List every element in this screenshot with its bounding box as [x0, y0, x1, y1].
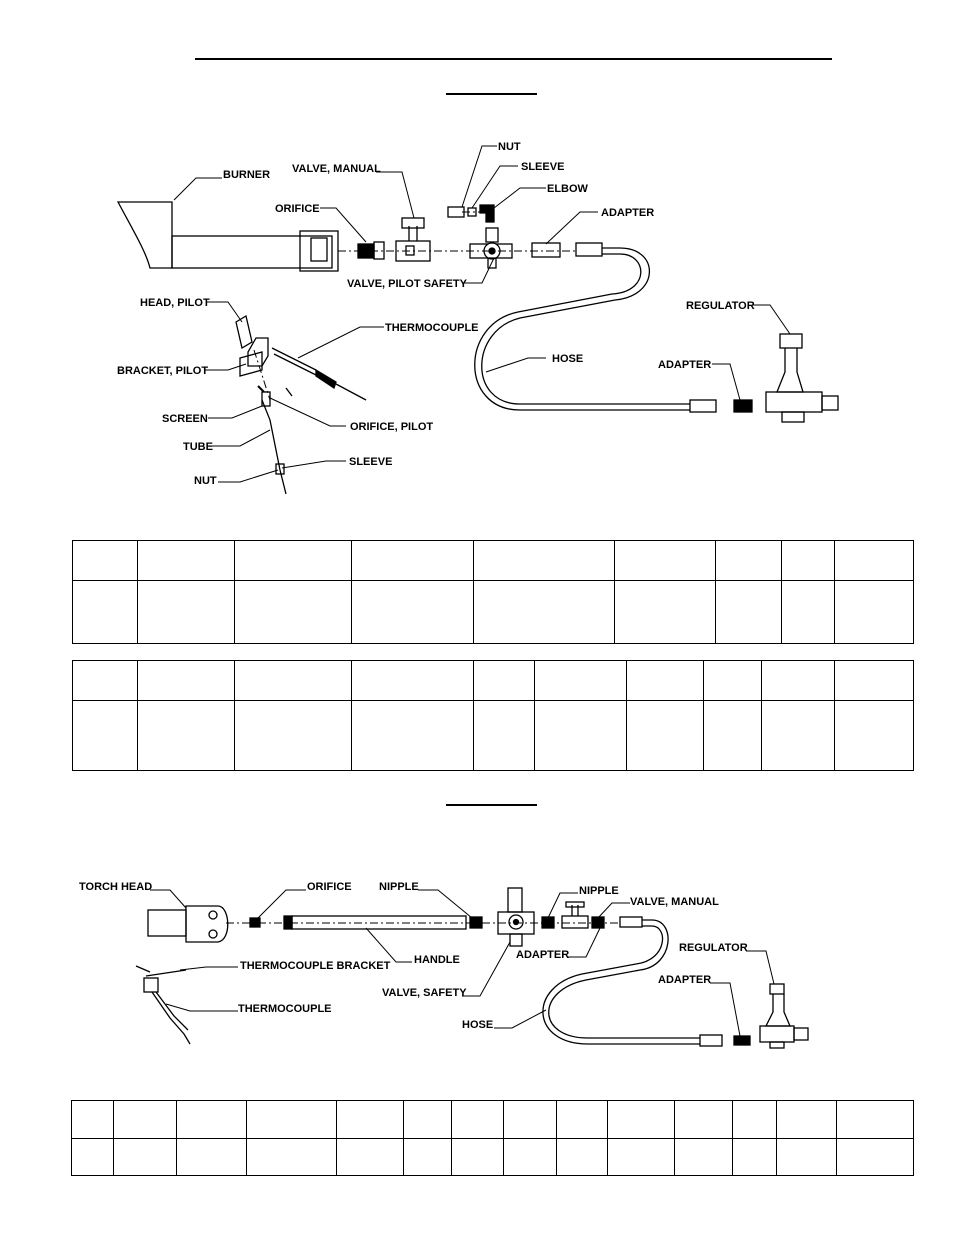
label-nipple-left: NIPPLE: [379, 881, 419, 893]
label-torch-head: TORCH HEAD: [79, 881, 152, 893]
label-adapter-right: ADAPTER: [658, 974, 711, 986]
label-valve-pilot-safety: VALVE, PILOT SAFETY: [347, 278, 468, 290]
label-valve-manual: VALVE, MANUAL: [292, 163, 381, 175]
valve-manual-part-bottom: [561, 901, 605, 929]
label-orifice: ORIFICE: [275, 203, 320, 215]
label-orifice-pilot: ORIFICE, PILOT: [350, 421, 433, 433]
table-row: [71, 1138, 914, 1176]
hose-part: [474, 242, 717, 413]
label-regulator-bottom: REGULATOR: [679, 942, 748, 954]
regulator-part: [765, 333, 839, 423]
table-row: [71, 1100, 914, 1139]
label-regulator: REGULATOR: [686, 300, 755, 312]
label-adapter-bottom: ADAPTER: [658, 359, 711, 371]
parts-table-3: [71, 1100, 914, 1176]
valve-safety-part: [497, 887, 535, 947]
label-nut-top: NUT: [498, 141, 521, 153]
label-burner: BURNER: [223, 169, 270, 181]
label-handle: HANDLE: [414, 954, 460, 966]
label-orifice-bottom: ORIFICE: [307, 881, 352, 893]
label-elbow: ELBOW: [547, 183, 589, 195]
label-hose: HOSE: [552, 353, 583, 365]
thermocouple-part: [135, 965, 191, 1045]
table-row: [72, 580, 914, 644]
label-thermocouple-bracket: THERMOCOUPLE BRACKET: [240, 960, 391, 972]
label-thermocouple: THERMOCOUPLE: [385, 322, 479, 334]
table-row: [72, 700, 914, 771]
label-screen: SCREEN: [162, 413, 208, 425]
torch-head-part: [147, 905, 229, 943]
adapter-bottom-part: [733, 399, 753, 413]
label-valve-safety: VALVE, SAFETY: [382, 987, 467, 999]
label-thermocouple-bottom: THERMOCOUPLE: [238, 1003, 332, 1015]
label-sleeve-bottom: SLEEVE: [349, 456, 392, 468]
label-bracket-pilot: BRACKET, PILOT: [117, 365, 208, 377]
nut-sleeve-elbow-parts: [447, 204, 495, 223]
label-adapter-top: ADAPTER: [601, 207, 654, 219]
adapter-top-part: [531, 242, 561, 258]
table-row: [72, 660, 914, 701]
header-rule: [195, 58, 832, 60]
label-hose-bottom: HOSE: [462, 1019, 493, 1031]
label-nipple-right: NIPPLE: [579, 885, 619, 897]
pilot-burner-diagram: BURNER VALVE, MANUAL NUT SLEEVE ELBOW OR…: [116, 141, 839, 495]
label-adapter-mid: ADAPTER: [516, 949, 569, 961]
label-valve-manual-bottom: VALVE, MANUAL: [630, 896, 719, 908]
label-nut-bottom: NUT: [194, 475, 217, 487]
parts-table-1: [72, 540, 914, 644]
burner-part: [116, 201, 339, 272]
section-title-underline-2: [446, 804, 537, 806]
parts-table-2: [72, 660, 914, 771]
label-tube: TUBE: [183, 441, 213, 453]
valve-manual-part: [395, 217, 431, 262]
regulator-part-bottom: [759, 983, 809, 1049]
label-head-pilot: HEAD, PILOT: [140, 297, 210, 309]
torch-diagram: TORCH HEAD ORIFICE NIPPLE NIPPLE VALVE, …: [79, 881, 809, 1049]
adapter-right-part: [733, 1035, 751, 1046]
table-row: [72, 540, 914, 581]
valve-pilot-safety-part: [469, 227, 513, 269]
pilot-assembly-part: [235, 314, 367, 495]
section-title-underline-1: [446, 93, 537, 95]
hose-part-bottom: [542, 916, 723, 1047]
label-sleeve-top: SLEEVE: [521, 161, 564, 173]
